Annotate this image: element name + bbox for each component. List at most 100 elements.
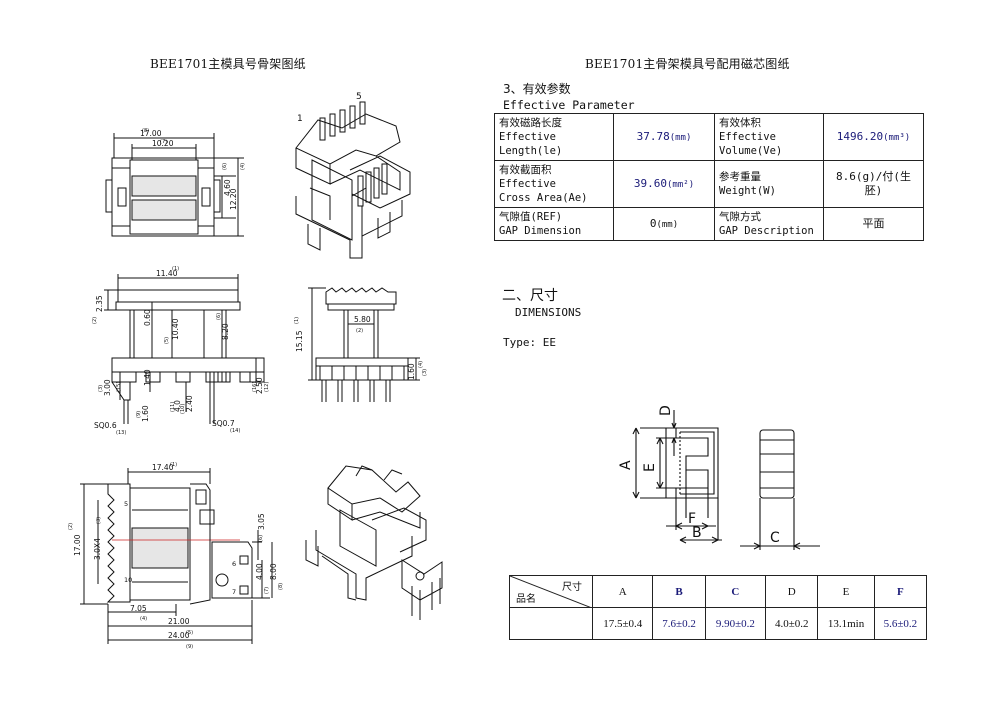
bobbin-bottom-view bbox=[80, 468, 273, 644]
core-letter-f: F bbox=[688, 511, 696, 527]
dim-side-note-1: (1) bbox=[172, 266, 179, 272]
table-row: 有效截面积 Effective Cross Area(Ae) 39.60(mm²… bbox=[494, 160, 924, 208]
bobbin-side-view bbox=[104, 274, 265, 424]
value-e: 13.1min bbox=[817, 607, 875, 640]
dim-bottom-305: 3.05 bbox=[257, 513, 266, 530]
bobbin-iso-view-bottom bbox=[305, 465, 443, 620]
dim-side-300: 3.00 bbox=[103, 379, 112, 396]
param-value: 8.6(g)/付(生胚) bbox=[836, 170, 911, 197]
dim-side-note-13: (13) bbox=[116, 430, 126, 436]
core-letter-c: C bbox=[770, 530, 780, 546]
dim-bottom-30x4: 3.0X4 bbox=[93, 538, 102, 560]
dim-side-160: 1.60 bbox=[141, 405, 150, 422]
table-row: 有效磁路长度 Effective Length(le) 37.78(mm) 有效… bbox=[494, 113, 924, 161]
dim-top-width-17: 17.00 bbox=[140, 129, 162, 138]
param-label-line: 有效截面积 bbox=[499, 164, 552, 176]
dim-top-note-b: (7) bbox=[160, 139, 167, 145]
param-label-line: Length(le) bbox=[499, 145, 563, 157]
dim-side-240: 2.40 bbox=[185, 395, 194, 412]
param-value-weight: 8.6(g)/付(生胚) bbox=[823, 160, 924, 208]
param-label-line: Volume(Ve) bbox=[719, 145, 783, 157]
param-value: 37.78 bbox=[636, 129, 670, 143]
dim-bottom-2100: 21.00 bbox=[168, 617, 190, 626]
dim-side-note-2: (2) bbox=[92, 317, 98, 324]
param-value-ae: 39.60(mm²) bbox=[613, 160, 715, 208]
dim-bottom-705: 7.05 bbox=[130, 604, 147, 613]
dim-bottom-note-8: (8) bbox=[278, 583, 284, 590]
dim-bottom-2400: 24.00 bbox=[168, 631, 190, 640]
core-drawing-title: BEE1701主骨架模具号配用磁芯图纸 bbox=[585, 57, 790, 71]
iso-pin-5: 5 bbox=[356, 92, 362, 102]
dim-side-note-15: (15) bbox=[116, 382, 122, 392]
param-label-weight: 参考重量 Weight(W) bbox=[714, 160, 824, 208]
dim-front-note-3: (3) bbox=[422, 369, 428, 376]
param-label-line: 气隙方式 bbox=[719, 211, 761, 223]
dim-bottom-1740: 17.40 bbox=[152, 463, 174, 472]
param-value: 0 bbox=[649, 216, 657, 230]
column-header-f: F bbox=[873, 575, 928, 608]
value-a: 17.5±0.4 bbox=[591, 607, 654, 640]
core-letter-d: D bbox=[658, 405, 674, 416]
dim-front-1515: 15.15 bbox=[295, 330, 304, 352]
dim-top-height-1220: 12.20 bbox=[229, 188, 238, 210]
param-value-ve: 1496.20(mm³) bbox=[823, 113, 924, 161]
bobbin-front-view bbox=[308, 287, 420, 402]
param-label-ve: 有效体积 Effective Volume(Ve) bbox=[714, 113, 824, 161]
dim-bottom-1700: 17.00 bbox=[73, 534, 82, 556]
bobbin-top-view bbox=[105, 133, 244, 237]
value-c: 9.90±0.2 bbox=[704, 607, 767, 640]
core-type-label: Type: EE bbox=[503, 336, 556, 349]
bottom-pin-10: 10 bbox=[124, 576, 132, 584]
dim-side-note-10: (10) bbox=[180, 404, 186, 414]
dim-side-note-14: (14) bbox=[230, 428, 240, 434]
dim-bottom-note-1: (1) bbox=[170, 462, 177, 468]
dim-front-note-4: (4) bbox=[418, 361, 424, 368]
param-label-line: 有效体积 bbox=[719, 117, 761, 129]
param-label-line: 有效磁路长度 bbox=[499, 117, 562, 129]
value-d: 4.0±0.2 bbox=[765, 607, 819, 640]
bobbin-drawing-title: BEE1701主模具号骨架图纸 bbox=[150, 57, 306, 71]
bobbin-iso-view-top bbox=[295, 101, 411, 259]
dim-bottom-note-5: (5) bbox=[186, 630, 193, 636]
param-label-gap: 气隙值(REF) GAP Dimension bbox=[494, 207, 614, 241]
ee-core-side-outline bbox=[759, 429, 795, 499]
param-value-le: 37.78(mm) bbox=[613, 113, 715, 161]
param-label-gap-desc: 气隙方式 GAP Description bbox=[714, 207, 824, 241]
column-header-c: C bbox=[704, 575, 767, 608]
bottom-pin-7: 7 bbox=[232, 588, 236, 596]
column-header-e: E bbox=[817, 575, 875, 608]
dim-side-note-5: (5) bbox=[164, 337, 170, 344]
param-value: 39.60 bbox=[633, 176, 668, 190]
dim-bottom-note-2: (2) bbox=[68, 523, 74, 530]
param-label-line: Effective bbox=[499, 131, 556, 143]
param-unit: (mm) bbox=[669, 132, 692, 143]
column-header-d: D bbox=[765, 575, 819, 608]
param-label-line: Effective bbox=[499, 178, 556, 190]
dim-side-note-9: (9) bbox=[136, 411, 142, 418]
param-unit: (mm²) bbox=[667, 179, 695, 190]
dim-side-width-1140: 11.40 bbox=[156, 269, 178, 278]
dim-front-580: 5.80 bbox=[354, 315, 371, 324]
dim-side-235: 2.35 bbox=[95, 295, 104, 312]
ee-core-drawings: A E D F B C bbox=[618, 405, 820, 550]
dim-front-160: 1.60 bbox=[407, 363, 416, 380]
bobbin-drawings: 17.00 10.20 (8) (7) 4.60 12.20 (6) (4) 1… bbox=[68, 92, 443, 650]
bottom-pin-5: 5 bbox=[124, 500, 128, 508]
column-header-a: A bbox=[591, 575, 654, 608]
dim-front-note-1: (1) bbox=[294, 317, 300, 324]
param-unit: (mm³) bbox=[883, 132, 911, 143]
value-f: 5.6±0.2 bbox=[873, 607, 928, 640]
param-value: 平面 bbox=[862, 217, 885, 230]
section-dimensions: 二、尺寸 bbox=[502, 288, 558, 304]
table-header-row: 尺寸 品名 A B C D E F bbox=[509, 575, 928, 608]
dim-side-note-11: (11) bbox=[170, 402, 176, 412]
core-letter-e: E bbox=[642, 463, 658, 472]
param-value-gap: 0(mm) bbox=[613, 207, 715, 241]
dim-bottom-note-9: (9) bbox=[186, 644, 193, 650]
core-letter-a: A bbox=[618, 460, 634, 470]
param-label-line: Cross Area(Ae) bbox=[499, 192, 588, 204]
param-label-line: Effective bbox=[719, 131, 776, 143]
dim-bottom-note-3: (3) bbox=[96, 517, 102, 524]
dim-top-note-a: (8) bbox=[142, 128, 149, 134]
table-row: 气隙值(REF) GAP Dimension 0(mm) 气隙方式 GAP De… bbox=[494, 207, 924, 241]
